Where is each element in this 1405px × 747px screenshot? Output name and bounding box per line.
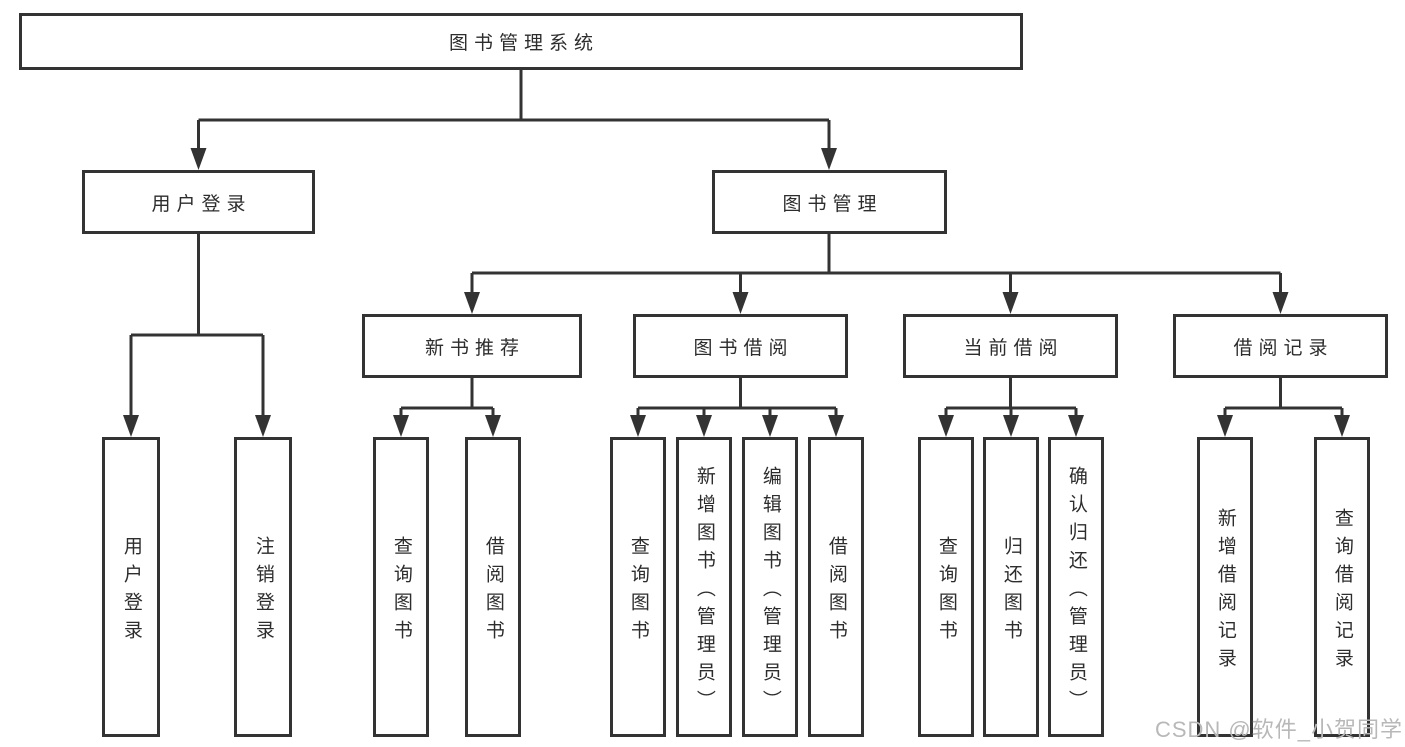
leaf-borrow-books-recommend-label: 借阅图书 (482, 535, 504, 648)
connector-root-to-level2 (190, 70, 837, 170)
leaf-add-borrow-record-label: 新增借阅记录 (1214, 507, 1236, 676)
node-current-borrow: 当前借阅 (903, 314, 1118, 378)
connector-current-borrow-to-leaves (938, 378, 1084, 437)
node-book-management-label: 图书管理 (782, 193, 883, 215)
leaf-query-books-borrow-label: 查询图书 (627, 535, 649, 648)
node-new-book-recommend: 新书推荐 (362, 314, 582, 378)
leaf-user-login-label: 用户登录 (120, 535, 142, 648)
node-user-login: 用户登录 (82, 170, 315, 234)
leaf-logout: 注销登录 (234, 437, 292, 737)
node-current-borrow-label: 当前借阅 (963, 337, 1064, 359)
leaf-query-borrow-record-label: 查询借阅记录 (1331, 507, 1353, 676)
leaf-add-books-admin-label: 新增图书（管理员） (693, 465, 715, 718)
leaf-return-books: 归还图书 (983, 437, 1039, 737)
node-new-book-recommend-label: 新书推荐 (424, 337, 525, 359)
leaf-borrow-books: 借阅图书 (808, 437, 864, 737)
leaf-return-books-label: 归还图书 (1000, 535, 1022, 648)
leaf-edit-books-admin: 编辑图书（管理员） (742, 437, 798, 737)
leaf-edit-books-admin-label: 编辑图书（管理员） (759, 465, 781, 718)
node-borrow-records: 借阅记录 (1173, 314, 1388, 378)
leaf-borrow-books-label: 借阅图书 (825, 535, 847, 648)
node-library-management-system-label: 图书管理系统 (448, 33, 599, 54)
connector-book-management-to-level3 (464, 234, 1289, 314)
connector-user-login-to-leaves (123, 234, 271, 437)
connector-book-borrow-to-leaves (630, 378, 844, 437)
leaf-query-books-current: 查询图书 (918, 437, 974, 737)
csdn-watermark: CSDN @软件_小贺同学 (1154, 717, 1403, 742)
node-user-login-label: 用户登录 (151, 193, 252, 215)
node-book-borrow: 图书借阅 (633, 314, 848, 378)
leaf-confirm-return-admin-label: 确认归还（管理员） (1065, 465, 1087, 718)
connector-borrow-records-to-leaves (1217, 378, 1350, 437)
node-library-management-system: 图书管理系统 (19, 13, 1023, 70)
leaf-user-login: 用户登录 (102, 437, 160, 737)
leaf-confirm-return-admin: 确认归还（管理员） (1048, 437, 1104, 737)
leaf-query-books-recommend: 查询图书 (373, 437, 429, 737)
node-book-borrow-label: 图书借阅 (693, 337, 794, 359)
leaf-query-books-current-label: 查询图书 (935, 535, 957, 648)
leaf-add-books-admin: 新增图书（管理员） (676, 437, 732, 737)
leaf-query-books-recommend-label: 查询图书 (390, 535, 412, 648)
node-book-management: 图书管理 (712, 170, 947, 234)
leaf-borrow-books-recommend: 借阅图书 (465, 437, 521, 737)
connector-new-book-recommend-to-leaves (393, 378, 501, 437)
node-borrow-records-label: 借阅记录 (1233, 337, 1334, 359)
leaf-query-books-borrow: 查询图书 (610, 437, 666, 737)
leaf-query-borrow-record: 查询借阅记录 (1314, 437, 1370, 737)
leaf-add-borrow-record: 新增借阅记录 (1197, 437, 1253, 737)
leaf-logout-label: 注销登录 (252, 535, 274, 648)
